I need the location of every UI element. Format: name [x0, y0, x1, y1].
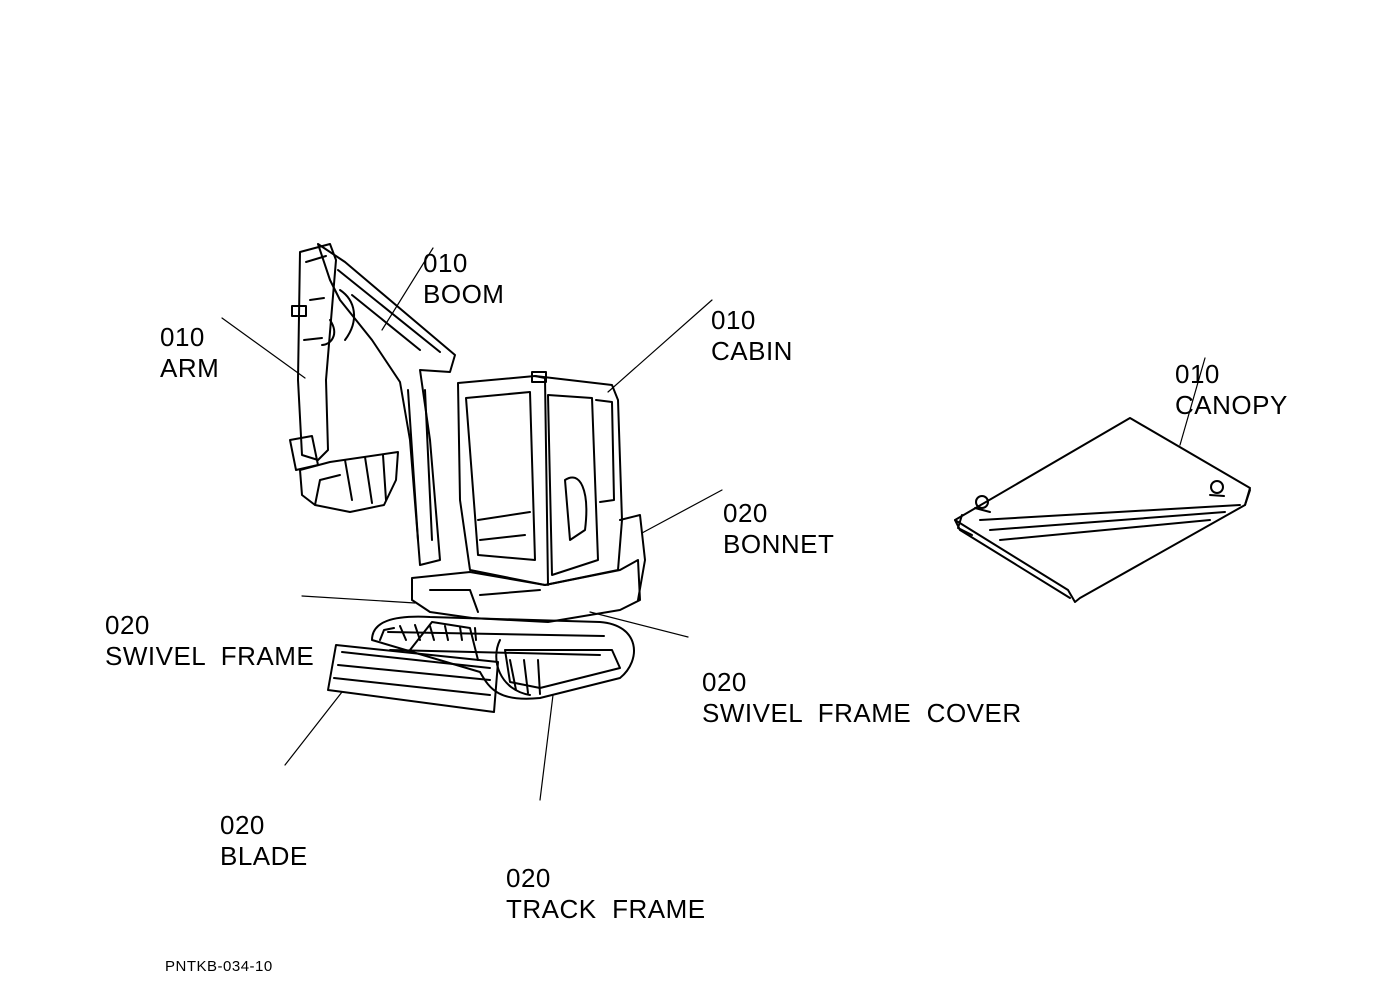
track-frame-part [371, 615, 635, 700]
blade-part [327, 621, 499, 713]
canopy-part [954, 417, 1251, 603]
leader-swivel-frame [301, 595, 416, 604]
leader-boom [381, 247, 434, 331]
leader-swivel-cover [589, 611, 689, 638]
bucket-part [299, 451, 399, 513]
leader-blade [284, 691, 343, 766]
arm-part [289, 243, 337, 471]
drawing-code: PNTKB-034-10 [165, 958, 273, 975]
leader-canopy [1179, 357, 1206, 446]
leader-bonnet [641, 489, 723, 534]
boom-part [317, 243, 456, 566]
swivel-frame-part [411, 514, 646, 623]
leader-arm [221, 317, 306, 379]
leader-lines [221, 247, 1206, 801]
leader-track-frame [539, 694, 554, 801]
cabin-part [457, 371, 623, 586]
leader-cabin [607, 299, 713, 393]
